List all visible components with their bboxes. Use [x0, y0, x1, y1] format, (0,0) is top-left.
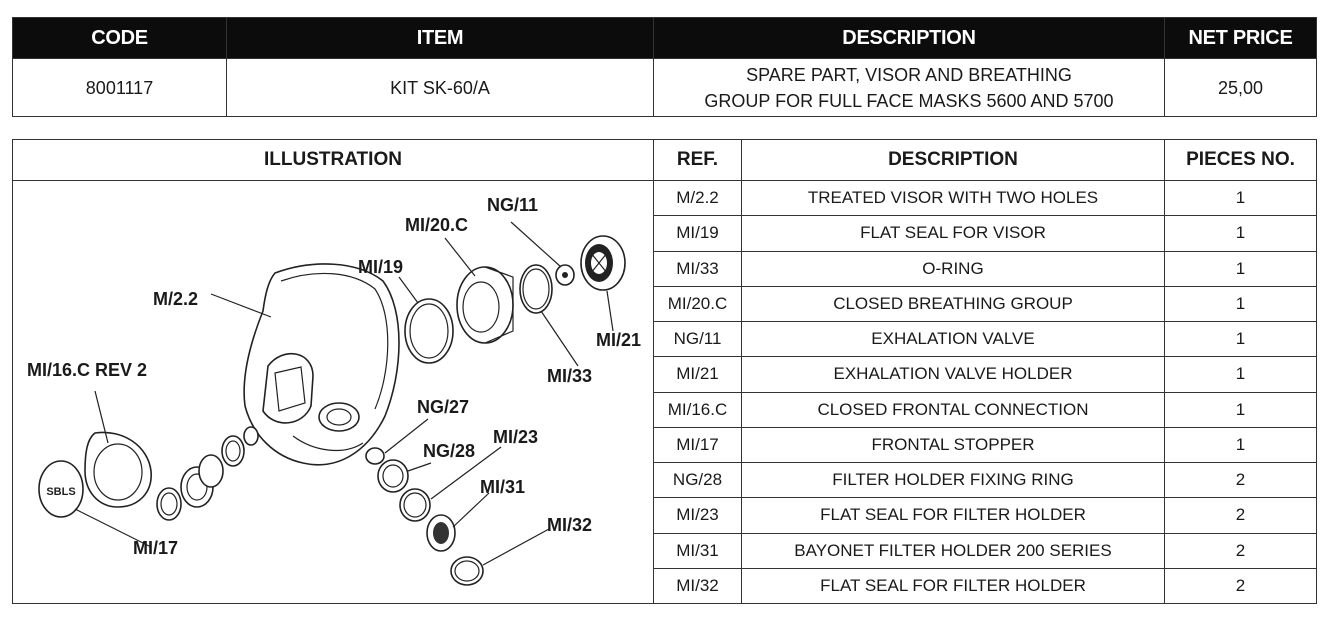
pieces-header: PIECES NO.: [1164, 139, 1317, 181]
callout-mi31: MI/31: [480, 477, 525, 497]
callout-mi23: MI/23: [493, 427, 538, 447]
part-ref: MI/33: [653, 250, 742, 287]
table-row: MI/19 FLAT SEAL FOR VISOR 1: [13, 215, 1317, 252]
product-net-price: 25,00: [1164, 58, 1317, 117]
table-row: NG/11 EXHALATION VALVE 1: [13, 320, 1317, 358]
part-description: FRONTAL STOPPER: [741, 426, 1165, 464]
stopper-logo: SBLS: [46, 486, 75, 498]
part-description: FILTER HOLDER FIXING RING: [741, 461, 1165, 499]
callout-ng27: NG/27: [417, 397, 469, 417]
flat-seal-visor-part: [404, 298, 454, 364]
illustration-cell: SBLS: [12, 180, 654, 604]
parts-table: ILLUSTRATION REF. DESCRIPTION PIECES NO.: [12, 139, 1317, 605]
part-ref: MI/32: [653, 567, 742, 605]
part-pieces: 1: [1164, 250, 1317, 287]
product-description-line2: GROUP FOR FULL FACE MASKS 5600 AND 5700: [704, 90, 1114, 111]
product-header-row: CODE ITEM DESCRIPTION NET PRICE: [12, 17, 1317, 59]
leader-lines: [74, 221, 614, 566]
part-ref: M/2.2: [653, 179, 742, 217]
parts-description-header: DESCRIPTION: [741, 139, 1165, 181]
part-pieces: 1: [1164, 426, 1317, 464]
part-description: TREATED VISOR WITH TWO HOLES: [741, 179, 1165, 217]
part-ref: MI/21: [653, 356, 742, 393]
part-description: FLAT SEAL FOR VISOR: [741, 215, 1165, 252]
part-pieces: 1: [1164, 179, 1317, 217]
callout-m22: M/2.2: [153, 289, 198, 309]
part-pieces: 2: [1164, 461, 1317, 499]
o-ring-part: [519, 264, 553, 314]
part-ref: MI/16.C: [653, 391, 742, 428]
table-row: SBLS: [12, 179, 1317, 604]
part-description: BAYONET FILTER HOLDER 200 SERIES: [741, 532, 1165, 569]
breathing-group-part: [456, 266, 514, 344]
frontal-connection-part: [84, 431, 152, 508]
frontal-stopper-part: SBLS: [38, 460, 84, 518]
part-ref: MI/17: [653, 426, 742, 464]
filter-holder-parts: [365, 447, 484, 586]
product-table: CODE ITEM DESCRIPTION NET PRICE 8001117 …: [12, 17, 1317, 117]
part-ref: MI/20.C: [653, 285, 742, 323]
part-pieces: 1: [1164, 391, 1317, 428]
product-description-line1: SPARE PART, VISOR AND BREATHING: [746, 64, 1072, 85]
part-pieces: 2: [1164, 532, 1317, 569]
visor-part: [243, 263, 400, 466]
table-row: MI/16.C CLOSED FRONTAL CONNECTION 1: [13, 391, 1317, 428]
exhalation-valve-part: [555, 264, 575, 286]
part-description: CLOSED BREATHING GROUP: [741, 285, 1165, 323]
product-description: SPARE PART, VISOR AND BREATHING GROUP FO…: [653, 58, 1165, 117]
product-code: 8001117: [12, 58, 227, 117]
part-pieces: 2: [1164, 567, 1317, 605]
part-ref: MI/23: [653, 497, 742, 534]
table-row: MI/23 FLAT SEAL FOR FILTER HOLDER 2: [13, 497, 1317, 534]
product-row: 8001117 KIT SK-60/A SPARE PART, VISOR AN…: [12, 58, 1317, 117]
part-description: CLOSED FRONTAL CONNECTION: [741, 391, 1165, 428]
part-ref: MI/31: [653, 532, 742, 569]
callout-mi19: MI/19: [358, 257, 403, 277]
callout-mi16c: MI/16.C REV 2: [27, 360, 147, 380]
net-price-header: NET PRICE: [1164, 17, 1317, 59]
callout-mi33: MI/33: [547, 366, 592, 386]
illustration-header: ILLUSTRATION: [12, 139, 654, 181]
part-pieces: 1: [1164, 215, 1317, 252]
callout-mi17: MI/17: [133, 538, 178, 558]
part-ref: NG/28: [653, 461, 742, 499]
part-description: FLAT SEAL FOR FILTER HOLDER: [741, 497, 1165, 534]
parts-header-row: ILLUSTRATION REF. DESCRIPTION PIECES NO.: [12, 139, 1317, 181]
callout-mi21: MI/21: [596, 330, 641, 350]
left-seal-rings: [156, 426, 259, 521]
part-ref: MI/19: [653, 215, 742, 252]
part-description: EXHALATION VALVE: [741, 320, 1165, 358]
exploded-mask-diagram: SBLS: [27, 195, 641, 586]
item-header: ITEM: [226, 17, 654, 59]
callout-ng11: NG/11: [487, 195, 538, 215]
exhalation-valve-holder-part: [580, 235, 626, 291]
part-pieces: 1: [1164, 285, 1317, 323]
part-pieces: 1: [1164, 320, 1317, 358]
part-pieces: 1: [1164, 356, 1317, 393]
callout-mi20c: MI/20.C: [405, 215, 468, 235]
description-header: DESCRIPTION: [653, 17, 1165, 59]
part-pieces: 2: [1164, 497, 1317, 534]
table-row: MI/32 FLAT SEAL FOR FILTER HOLDER 2: [13, 567, 1317, 605]
ref-header: REF.: [653, 139, 742, 181]
table-row: MI/20.C CLOSED BREATHING GROUP 1: [13, 285, 1317, 323]
code-header: CODE: [12, 17, 227, 59]
part-description: FLAT SEAL FOR FILTER HOLDER: [741, 567, 1165, 605]
callout-mi32: MI/32: [547, 515, 592, 535]
callout-ng28: NG/28: [423, 441, 475, 461]
part-description: EXHALATION VALVE HOLDER: [741, 356, 1165, 393]
part-ref: NG/11: [653, 320, 742, 358]
product-item: KIT SK-60/A: [226, 58, 654, 117]
part-description: O-RING: [741, 250, 1165, 287]
